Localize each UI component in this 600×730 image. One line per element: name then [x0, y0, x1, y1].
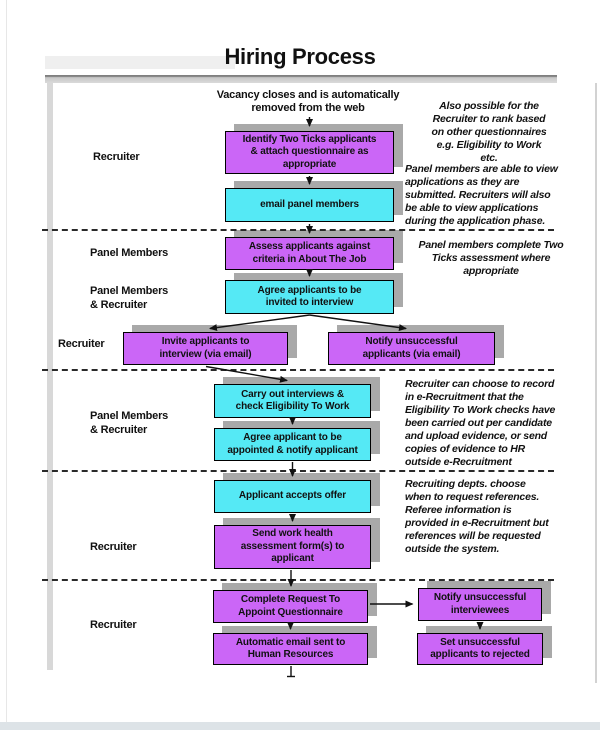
- scan-smudge: [45, 56, 235, 69]
- role-label-panel-members: Panel Members: [90, 247, 169, 259]
- flow-box-send-work-health-form: Send work health assessment form(s) to a…: [214, 525, 371, 569]
- annotation-references: Recruiting depts. choose when to request…: [405, 478, 549, 555]
- section-divider-dashed-2: [42, 369, 554, 371]
- flow-box-complete-request-to-appoint: Complete Request To Appoint Questionnair…: [213, 590, 368, 623]
- role-label-recruiter-4: Recruiter: [90, 619, 137, 631]
- flow-box-email-panel-members: email panel members: [225, 188, 394, 222]
- flow-box-notify-unsuccessful-interviewees: Notify unsuccessful interviewees: [418, 588, 542, 621]
- flow-box-automatic-email-hr: Automatic email sent to Human Resources: [213, 633, 368, 665]
- flow-box-notify-unsuccessful-applicants: Notify unsuccessful applicants (via emai…: [328, 332, 495, 365]
- annotation-two-ticks-assessment: Panel members complete Two Ticks assessm…: [418, 239, 564, 277]
- title-underline-bar: [45, 75, 557, 83]
- flow-box-assess-applicants: Assess applicants against criteria in Ab…: [225, 237, 394, 270]
- flow-box-carry-out-interviews: Carry out interviews & check Eligibility…: [214, 384, 371, 418]
- annotation-rank-questionnaires: Also possible for the Recruiter to rank …: [431, 100, 547, 164]
- frame-left-border: [47, 83, 53, 670]
- frame-right-border: [595, 83, 597, 683]
- section-divider-dashed-4: [42, 579, 554, 581]
- page-edge-line: [6, 0, 7, 730]
- flow-box-applicant-accepts-offer: Applicant accepts offer: [214, 480, 371, 513]
- section-divider-dashed-1: [42, 229, 554, 231]
- role-label-panel-members-recruiter-2: Panel Members & Recruiter: [90, 410, 169, 436]
- role-label-recruiter-1: Recruiter: [93, 151, 140, 163]
- page-title: Hiring Process: [224, 44, 376, 69]
- intro-text: Vacancy closes and is automatically remo…: [216, 89, 400, 114]
- section-divider-dashed-3: [42, 470, 554, 472]
- flow-box-agree-applicant-appointed: Agree applicant to be appointed & notify…: [214, 428, 371, 461]
- annotation-view-applications: Panel members are able to view applicati…: [405, 163, 558, 227]
- flow-box-identify-two-ticks: Identify Two Ticks applicants & attach q…: [225, 131, 394, 174]
- flow-box-set-applicants-rejected: Set unsuccessful applicants to rejected: [417, 633, 543, 665]
- flow-box-agree-invite-to-interview: Agree applicants to be invited to interv…: [225, 280, 394, 314]
- role-label-panel-members-recruiter-1: Panel Members & Recruiter: [90, 285, 169, 311]
- page-bottom-edge: [0, 722, 600, 730]
- annotation-eligibility-evidence: Recruiter can choose to record in e-Recr…: [405, 378, 556, 468]
- flow-box-invite-applicants: Invite applicants to interview (via emai…: [123, 332, 288, 365]
- role-label-recruiter-3: Recruiter: [90, 541, 137, 553]
- role-label-recruiter-2: Recruiter: [58, 338, 105, 350]
